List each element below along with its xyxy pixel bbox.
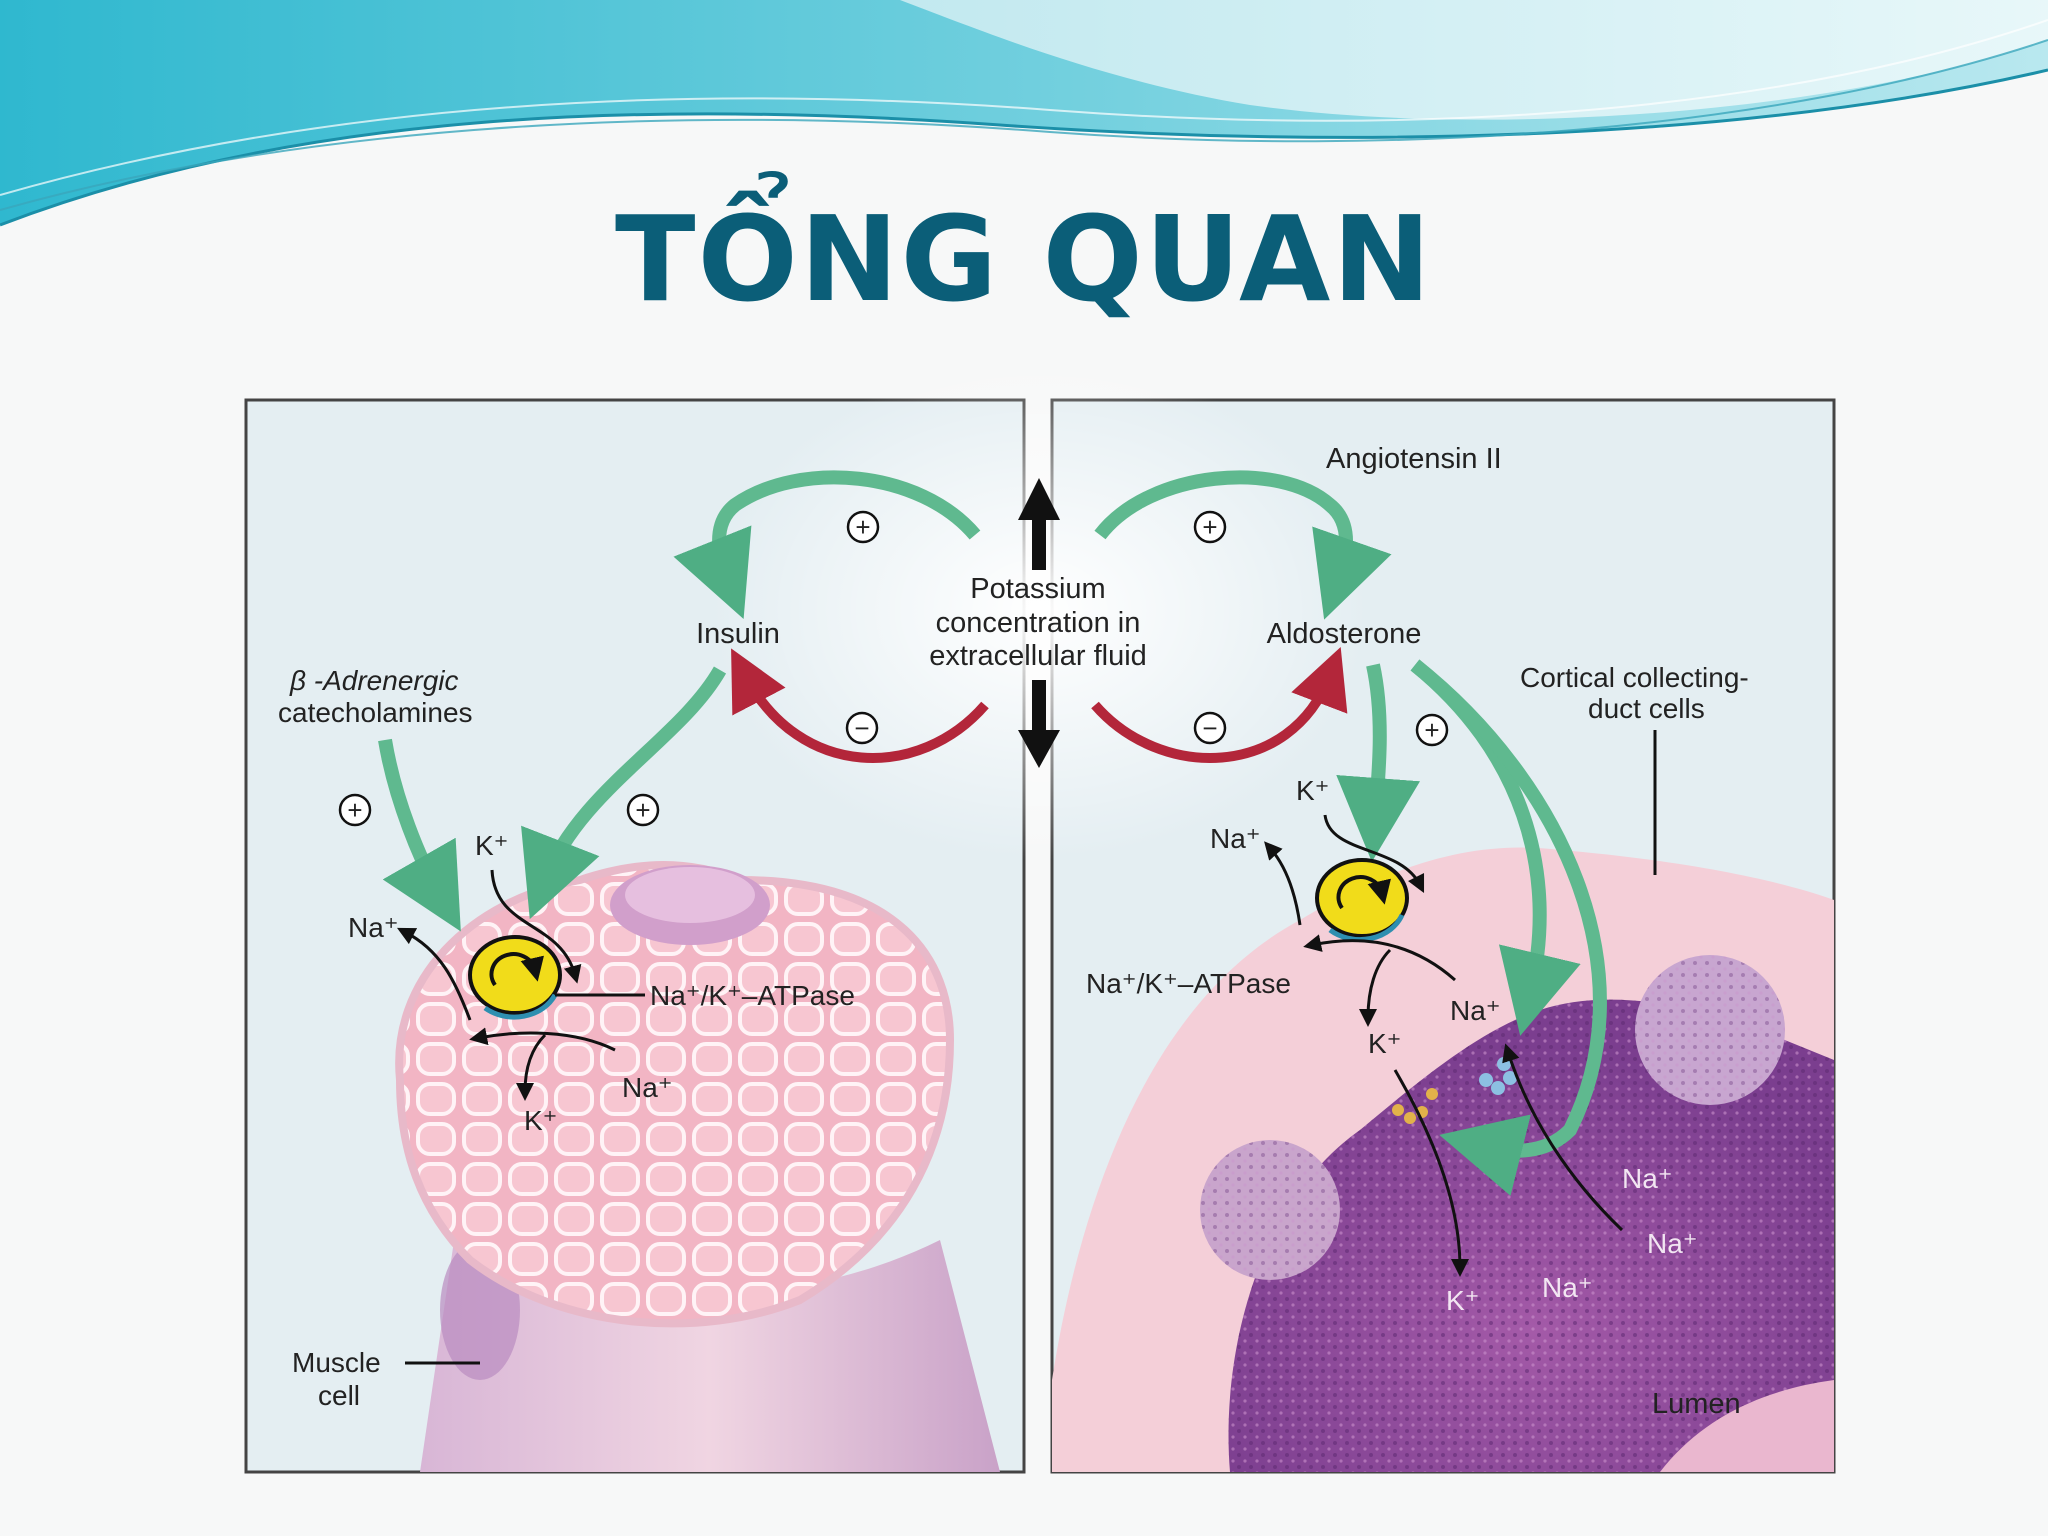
right-na-k-pump [1315,858,1409,943]
lumen-label: Lumen [1652,1388,1741,1420]
green-arrow-beta-to-pump [378,738,461,932]
left-k-inside-label: K⁺ [524,1105,557,1136]
insulin-label: Insulin [696,618,780,650]
svg-text:+: + [635,795,650,825]
center-up-arrow [1018,478,1060,570]
left-na-out-arrow [396,927,472,1021]
sign-plus-5: + [1415,713,1449,747]
svg-text:−: − [854,713,869,743]
lumen-na-label-2: Na⁺ [1647,1228,1698,1259]
sign-plus-4: + [626,793,660,827]
left-na-out-label: Na⁺ [348,912,399,943]
muscle-label-line2: cell [318,1380,360,1411]
center-label-line3: extracellular fluid [929,640,1147,672]
right-na-out-arrow [1264,841,1302,926]
red-arrow-to-insulin [731,648,989,763]
right-k-cell-label: K⁺ [1368,1028,1401,1059]
svg-text:+: + [1202,512,1217,542]
beta-label-line2: catecholamines [278,697,473,728]
left-k-down-arrow [516,1033,547,1101]
lumen-na-label-3: Na⁺ [1542,1272,1593,1303]
cortical-label-line1: Cortical collecting- [1520,662,1749,693]
green-arrow-to-insulin [673,470,981,619]
lumen-k-label: K⁺ [1446,1285,1479,1316]
lumen-na-label-1: Na⁺ [1622,1163,1673,1194]
svg-text:+: + [1424,715,1439,745]
right-pump-label: Na⁺/K⁺–ATPase [1086,968,1291,999]
aldosterone-label: Aldosterone [1267,618,1422,650]
sign-plus-3: + [338,793,372,827]
svg-text:−: − [1202,713,1217,743]
center-down-arrow [1018,680,1060,768]
sign-plus-1: + [846,510,880,544]
beta-label-line1: β -Adrenergic [289,665,459,696]
collecting-duct-illustration [1052,847,1834,1472]
red-arrow-to-aldosterone [1091,646,1348,763]
right-na-from-lumen-arrow [1502,1043,1624,1232]
right-na-out-label: Na⁺ [1210,823,1261,854]
right-k-to-lumen-arrow [1393,1069,1469,1277]
center-label-line2: concentration in [936,607,1141,639]
sign-plus-2: + [1193,510,1227,544]
green-arrow-to-aldosterone [1094,470,1392,620]
svg-text:+: + [347,795,362,825]
right-na-cell-label: Na⁺ [1450,995,1501,1026]
slide-title: TỔNG QUAN [614,190,1434,328]
sign-minus-1: − [845,711,879,745]
muscle-label-line1: Muscle [292,1347,381,1378]
left-na-k-pump [468,935,562,1020]
green-arrow-aldo-to-pump [1336,663,1421,862]
center-label-line1: Potassium [970,573,1105,605]
right-k-in-label: K⁺ [1296,775,1329,806]
right-na-to-pump-arrow [1303,934,1456,982]
left-pump-label: Na⁺/K⁺–ATPase [650,980,855,1011]
left-na-in-arrow [469,1027,616,1052]
sign-minus-2: − [1193,711,1227,745]
right-k-in-arrow [1323,814,1425,894]
left-na-in-label: Na⁺ [622,1072,673,1103]
green-arrow-aldo-to-lumen [1410,659,1607,1196]
left-k-in-label: K⁺ [475,830,508,861]
header-wave [0,0,2048,227]
left-k-in-arrow [490,869,582,984]
cortical-label-line2: duct cells [1588,693,1705,724]
angiotensin-label: Angiotensin II [1326,443,1502,475]
green-arrow-insulin-to-pump [521,666,727,920]
svg-text:+: + [855,512,870,542]
right-k-down-arrow [1359,948,1392,1027]
